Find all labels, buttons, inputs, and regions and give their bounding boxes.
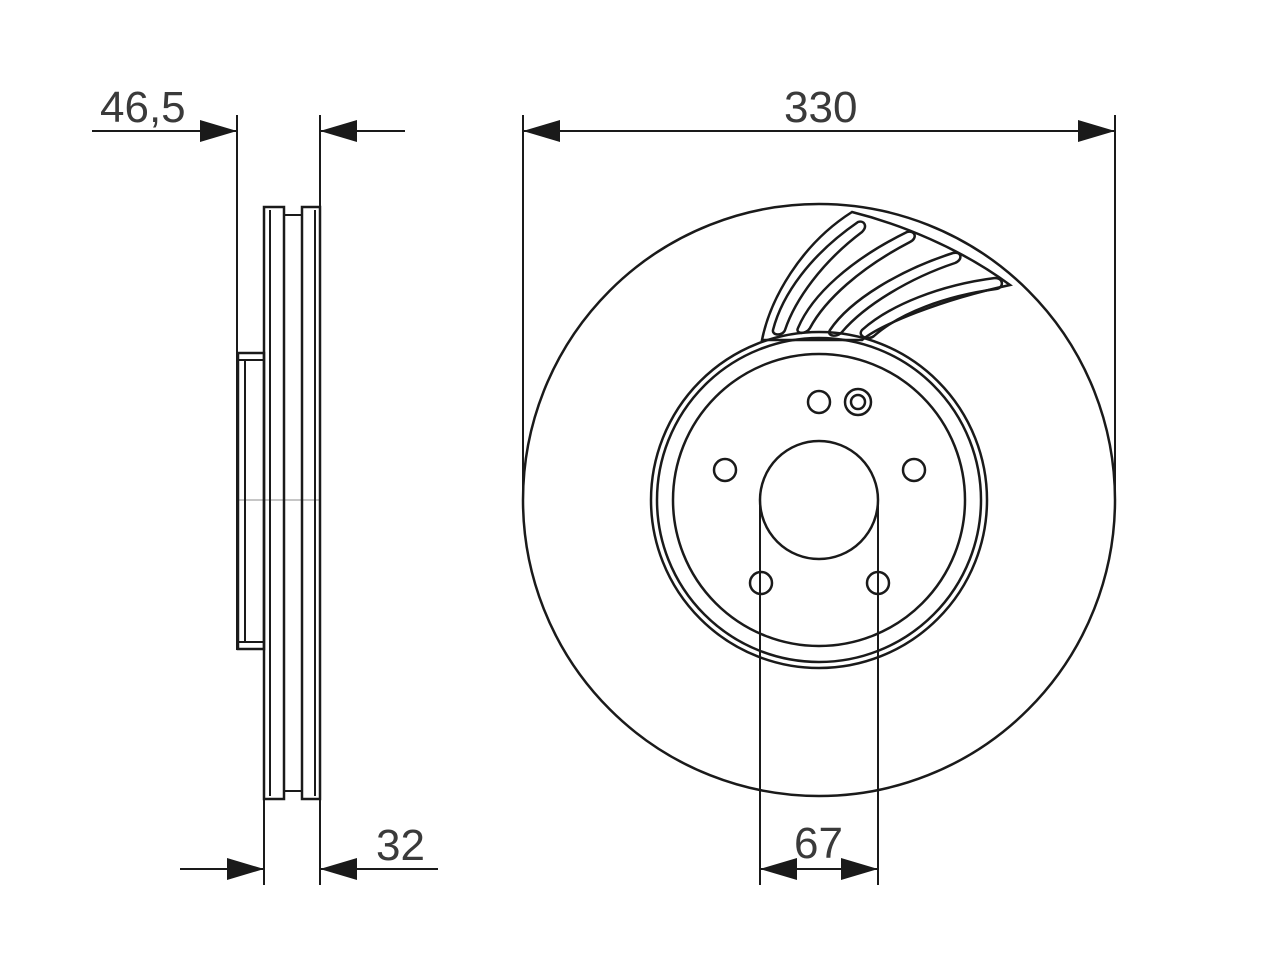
dim-32-arrow-left (227, 858, 264, 880)
disc-outer-edge (521, 202, 1117, 798)
friction-ring-outer (300, 205, 322, 801)
friction-ring-inner (262, 205, 286, 801)
dim-total-height-label: 46,5 (100, 83, 186, 132)
front-view: 330 67 (521, 83, 1117, 885)
locating-screw-hole-inner (849, 393, 867, 411)
dim-disc-thickness-label: 32 (376, 821, 425, 870)
bolt-hole-right (901, 457, 927, 483)
vane-2 (796, 230, 916, 335)
dim-330-arrow-left (523, 120, 560, 142)
vane-1 (771, 220, 867, 336)
bolt-hole-left (712, 457, 738, 483)
vane-3 (827, 251, 962, 337)
bolt-hole-top (806, 389, 832, 415)
locating-screw-hole-outer (843, 387, 873, 417)
vane-cutaway (760, 210, 1013, 342)
dim-67-arrow-right (841, 858, 878, 880)
vane-4 (859, 276, 1004, 340)
vane-cutaway-outline (760, 210, 1013, 342)
side-view: 46,5 32 (92, 83, 438, 885)
hat-ring-2 (655, 336, 983, 664)
hat-ring-3 (671, 352, 967, 648)
dim-32-arrow-right (320, 858, 357, 880)
dim-46-5-arrow-left (200, 120, 237, 142)
dim-67-arrow-left (760, 858, 797, 880)
dim-330-arrow-right (1078, 120, 1115, 142)
hat-outer-ring (649, 330, 989, 670)
dim-center-bore-label: 67 (794, 819, 843, 868)
dim-46-5-arrow-right (320, 120, 357, 142)
center-bore (758, 439, 880, 561)
dim-diameter-label: 330 (784, 83, 857, 132)
